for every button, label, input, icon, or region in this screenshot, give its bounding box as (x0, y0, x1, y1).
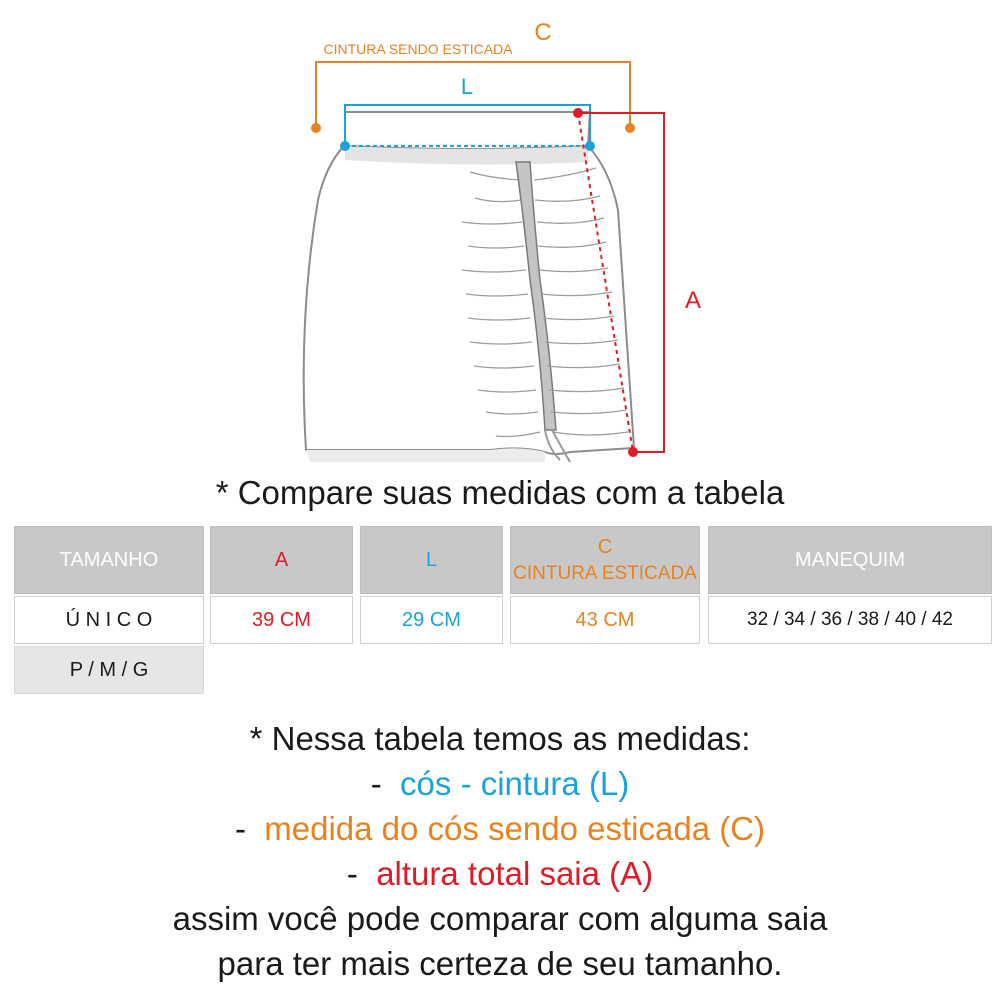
cell-mannequin: 32 / 34 / 36 / 38 / 40 / 42 (708, 596, 992, 644)
skirt-body (302, 145, 636, 455)
notes-line-a-text: altura total saia (A) (376, 855, 654, 892)
notes-line-c: - medida do cós sendo esticada (C) (0, 806, 1000, 851)
cell-a-value: 39 CM (252, 608, 311, 631)
notes-line-a: - altura total saia (A) (0, 851, 1000, 896)
cell-mannequin-value: 32 / 34 / 36 / 38 / 40 / 42 (747, 609, 953, 630)
notes-outro-2: para ter mais certeza de seu tamanho. (217, 945, 783, 982)
cell-size-letters-value: P / M / G (69, 658, 149, 681)
measure-l: L (340, 74, 595, 151)
compare-title: * Compare suas medidas com a tabela (215, 474, 785, 511)
notes-line-a-dash: - (346, 855, 358, 892)
hem-shadow (306, 448, 545, 462)
header-c: C CINTURA ESTICADA (510, 526, 700, 594)
header-mannequin: MANEQUIM (708, 526, 992, 594)
cell-l-value: 29 CM (402, 608, 461, 631)
cell-l: 29 CM (360, 596, 503, 644)
notes-line-l: - cós - cintura (L) (0, 761, 1000, 806)
skirt-measurement-diagram: CINTURA SENDO ESTICADA C L A (302, 19, 701, 463)
label-c-stretched: CINTURA SENDO ESTICADA (323, 41, 513, 57)
notes-outro-1: assim você pode comparar com alguma saia (172, 900, 828, 937)
skirt-waistband (344, 111, 592, 150)
measure-a: A (573, 108, 701, 457)
gather-lines (461, 167, 629, 438)
header-size-label: TAMANHO (59, 548, 159, 571)
notes-line-c-text: medida do cós sendo esticada (C) (264, 810, 766, 847)
cell-c: 43 CM (510, 596, 700, 644)
measure-c: CINTURA SENDO ESTICADA C (311, 19, 635, 133)
cell-a: 39 CM (210, 596, 353, 644)
notes-line-l-dash: - (370, 765, 382, 802)
notes-intro: * Nessa tabela temos as medidas: (249, 720, 751, 757)
header-mannequin-label: MANEQUIM (795, 548, 905, 571)
header-size: TAMANHO (14, 526, 204, 594)
cell-c-value: 43 CM (575, 608, 635, 631)
header-a: A (210, 526, 353, 594)
header-l: L (360, 526, 503, 594)
cell-size-letters: P / M / G (14, 646, 204, 694)
header-l-label: L (425, 548, 438, 571)
label-a: A (685, 287, 701, 314)
header-c-letter: C (597, 535, 613, 558)
waistband-shadow (345, 146, 588, 165)
drawstring (544, 429, 571, 463)
cell-size: Ú N I C O (14, 596, 204, 644)
notes-line-l-text: cós - cintura (L) (400, 765, 630, 802)
header-c-text: CINTURA ESTICADA (513, 562, 697, 584)
notes: * Nessa tabela temos as medidas: - cós -… (0, 716, 1000, 986)
notes-line-c-dash: - (234, 810, 246, 847)
cell-size-value: Ú N I C O (65, 608, 153, 631)
label-l: L (461, 74, 473, 99)
label-c-top: C (534, 19, 551, 46)
header-a-label: A (274, 548, 289, 571)
ruched-seam (515, 161, 557, 431)
